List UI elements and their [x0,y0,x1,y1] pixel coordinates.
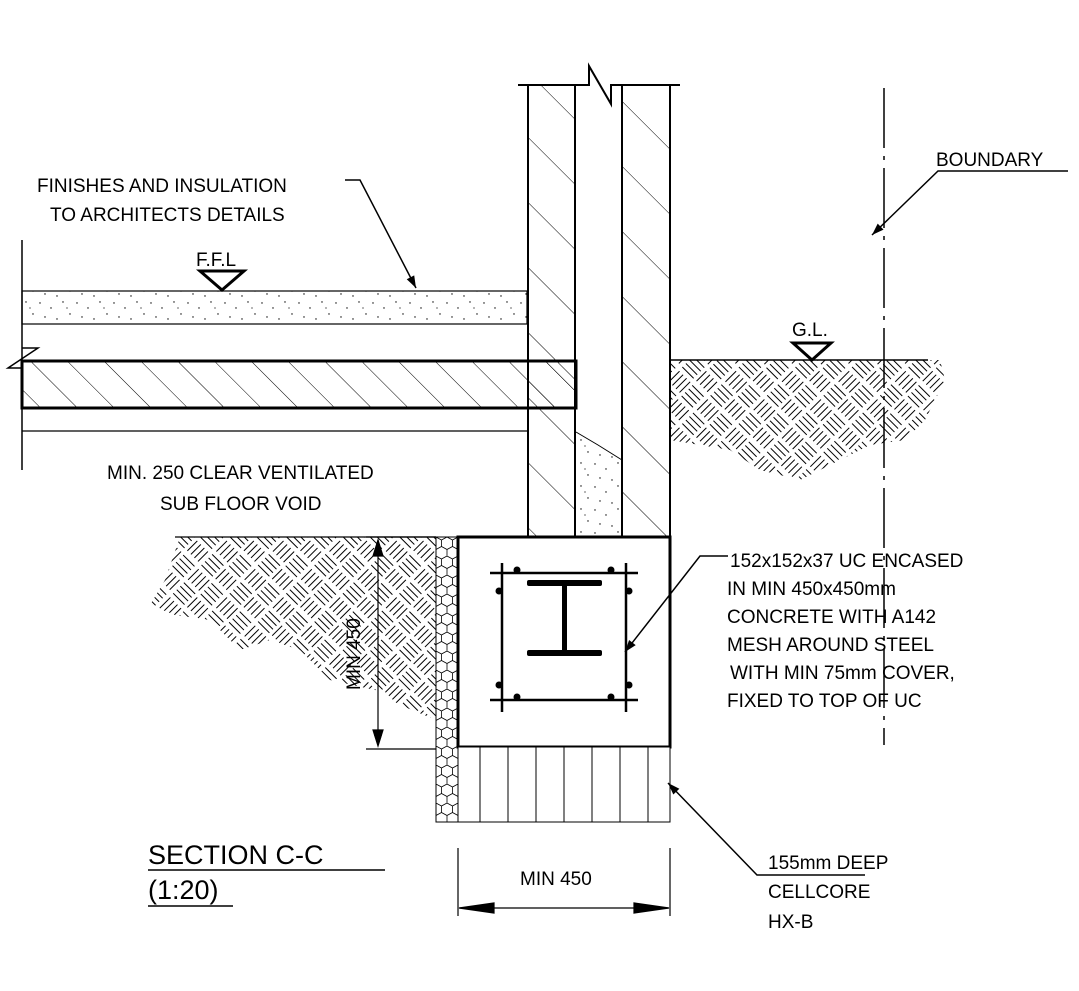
ground-earth-left [150,536,436,720]
dim-horizontal-label: MIN 450 [520,869,592,890]
svg-text:CONCRETE WITH A142: CONCRETE WITH A142 [727,607,936,628]
ffl-marker-icon [195,269,249,292]
svg-text:FIXED TO TOP OF UC: FIXED TO TOP OF UC [727,691,922,712]
insulation-strip [435,536,459,823]
svg-text:155mm DEEP: 155mm DEEP [768,853,888,874]
svg-text:HX-B: HX-B [768,912,813,933]
ground-earth-right [670,359,945,480]
svg-text:WITH MIN 75mm COVER,: WITH MIN 75mm COVER, [730,663,955,684]
dim-vertical-label: MIN 450 [344,618,365,690]
svg-text:152x152x37 UC ENCASED: 152x152x37 UC ENCASED [730,551,963,572]
dimension-horizontal [457,848,671,916]
svg-text:CELLCORE: CELLCORE [768,882,870,903]
gl-marker-icon [789,341,835,363]
svg-text:IN MIN 450x450mm: IN MIN 450x450mm [727,579,896,600]
finishes-label-line2: TO ARCHITECTS DETAILS [50,205,285,226]
section-title: SECTION C-C [148,840,324,870]
boundary-label: BOUNDARY [936,150,1044,171]
ffl-label: F.F.L [196,250,236,271]
section-title-block: SECTION C-C (1:20) [148,840,385,907]
section-scale: (1:20) [148,875,219,905]
cavity-wall [518,62,680,538]
dimension-vertical [366,536,436,750]
level-markers [195,269,835,363]
void-label-line2: SUB FLOOR VOID [160,494,322,515]
uc-note: 152x152x37 UC ENCASED IN MIN 450x450mm C… [727,551,963,712]
cellcore-void-former [457,746,671,823]
floor-build-up [5,240,578,470]
steel-uc-section [527,580,602,656]
cellcore-note: 155mm DEEP CELLCORE HX-B [768,853,888,933]
finishes-label-line1: FINISHES AND INSULATION [37,176,287,197]
svg-text:MESH AROUND STEEL: MESH AROUND STEEL [727,635,934,656]
void-label-line1: MIN. 250 CLEAR VENTILATED [107,463,374,484]
gl-label: G.L. [792,320,828,341]
concrete-encasement [456,535,672,749]
leaders [345,170,1068,876]
